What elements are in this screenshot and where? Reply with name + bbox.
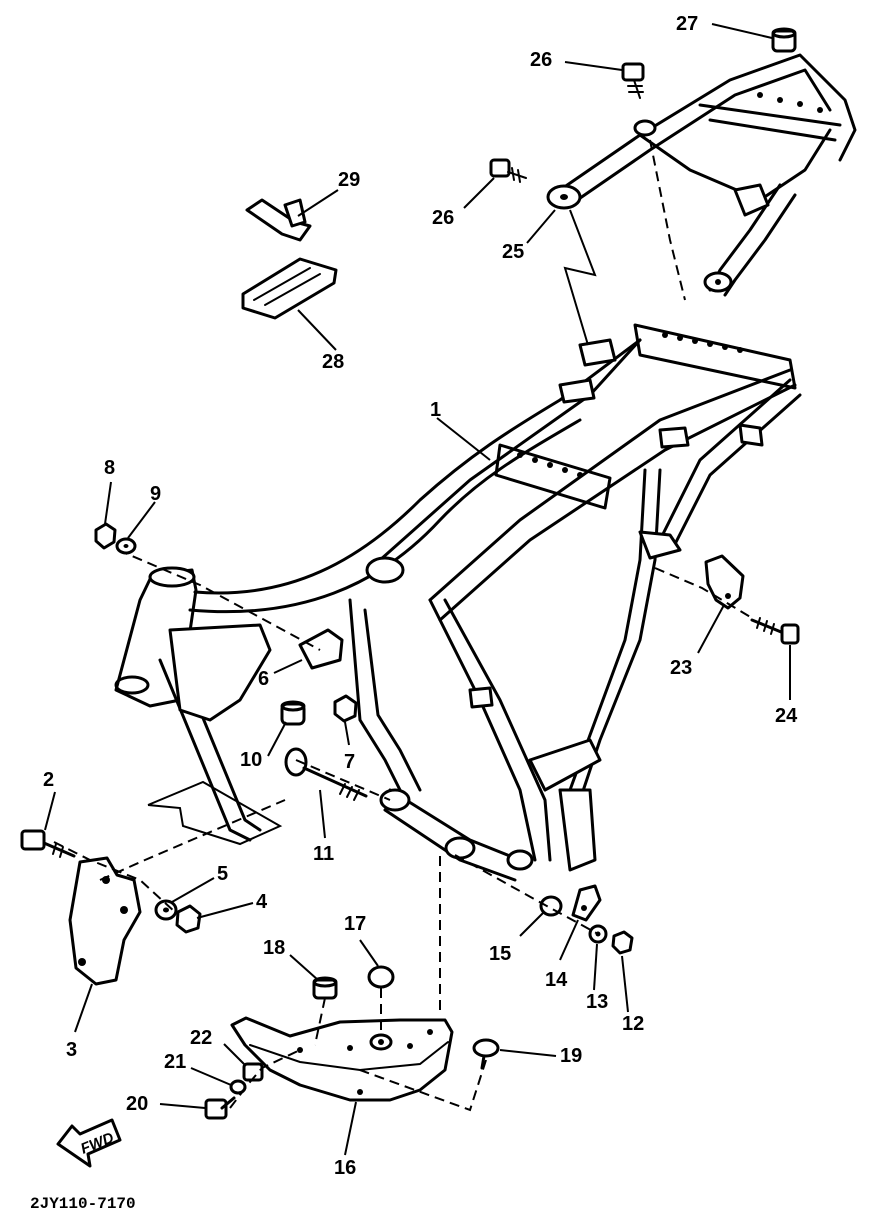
bolt-11 bbox=[284, 747, 368, 801]
callout-15: 15 bbox=[489, 943, 511, 965]
callout-9: 9 bbox=[150, 483, 161, 505]
leader-lines bbox=[44, 23, 791, 1156]
callout-5: 5 bbox=[217, 863, 228, 885]
callout-23: 23 bbox=[670, 657, 692, 679]
callout-7: 7 bbox=[344, 751, 355, 773]
bolt-2 bbox=[20, 829, 76, 858]
protector-28 bbox=[241, 257, 338, 320]
callout-18: 18 bbox=[263, 937, 285, 959]
nut-8 bbox=[94, 522, 117, 550]
rear-subframe bbox=[558, 53, 857, 297]
main-frame bbox=[114, 323, 802, 882]
callout-12: 12 bbox=[622, 1013, 644, 1035]
engine-guard-16 bbox=[230, 1016, 454, 1102]
callout-1: 1 bbox=[430, 399, 441, 421]
callout-24: 24 bbox=[775, 705, 798, 727]
diagram-code: 2JY110-7170 bbox=[30, 1195, 136, 1213]
callout-11: 11 bbox=[313, 843, 334, 865]
callout-2: 2 bbox=[43, 769, 54, 791]
washer-5 bbox=[154, 899, 178, 921]
callout-labels: 1 2 3 4 5 6 7 8 9 10 11 12 13 14 15 16 1… bbox=[43, 13, 798, 1179]
nut-4 bbox=[175, 904, 202, 934]
nut-12 bbox=[611, 930, 634, 955]
bolt-20 bbox=[204, 1096, 236, 1120]
callout-16: 16 bbox=[334, 1157, 356, 1179]
callout-10: 10 bbox=[240, 749, 262, 771]
callout-27: 27 bbox=[676, 13, 698, 35]
bolt-24 bbox=[750, 617, 800, 645]
callout-21: 21 bbox=[164, 1051, 186, 1073]
callout-28: 28 bbox=[322, 351, 344, 373]
callout-8: 8 bbox=[104, 457, 115, 479]
bracket-23 bbox=[704, 554, 745, 610]
callout-26-lower: 26 bbox=[432, 207, 454, 229]
callout-26-upper: 26 bbox=[530, 49, 552, 71]
callout-29: 29 bbox=[338, 169, 360, 191]
callout-17: 17 bbox=[344, 913, 366, 935]
collar-10 bbox=[280, 700, 306, 726]
bracket-14 bbox=[571, 884, 602, 922]
callout-20: 20 bbox=[126, 1093, 148, 1115]
callout-22: 22 bbox=[190, 1027, 212, 1049]
plug-17 bbox=[367, 965, 395, 989]
bolt-19 bbox=[472, 1038, 500, 1070]
assembly-lines bbox=[53, 139, 753, 1112]
callout-25: 25 bbox=[502, 241, 524, 263]
collar-27 bbox=[771, 27, 797, 53]
callout-4: 4 bbox=[256, 891, 268, 913]
fwd-arrow-icon: FWD bbox=[56, 1118, 122, 1168]
bolt-26-upper bbox=[621, 62, 645, 99]
bracket-6 bbox=[298, 628, 344, 670]
callout-13: 13 bbox=[586, 991, 608, 1013]
callout-6: 6 bbox=[258, 668, 269, 690]
callout-3: 3 bbox=[66, 1039, 77, 1061]
washer-25 bbox=[546, 184, 582, 210]
callout-19: 19 bbox=[560, 1045, 582, 1067]
grommet-18 bbox=[312, 976, 338, 1000]
bolt-26-lower bbox=[489, 158, 527, 183]
bracket-29 bbox=[245, 198, 312, 242]
callout-14: 14 bbox=[545, 969, 568, 991]
nut-7 bbox=[333, 694, 358, 723]
